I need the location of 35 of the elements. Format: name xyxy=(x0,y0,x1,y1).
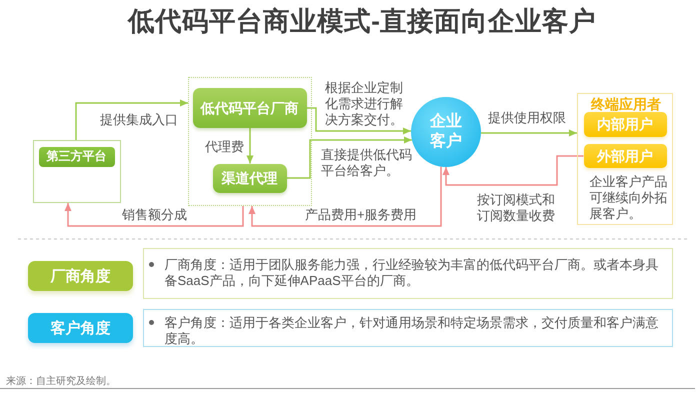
title: 低代码平台商业模式-直接面向企业客户 xyxy=(128,5,596,37)
note-text: 企业客户产品可继续向外拓展客户。 xyxy=(590,174,668,222)
category-label: 厂商角度 xyxy=(28,261,133,291)
process-box: 渠道代理 xyxy=(212,164,286,192)
source-note: 来源：自主研究及绘制。 xyxy=(6,376,116,388)
description-text: 厂商角度：适用于团队服务能力强，行业经验较为丰富的低代码平台厂商。或者本身具备SaaS产品，向下延伸APaaS平台的厂商。 xyxy=(164,256,660,288)
group-box xyxy=(577,93,673,225)
user-box: 外部用户 xyxy=(584,144,666,168)
arrow xyxy=(248,166,442,227)
arrow xyxy=(64,203,244,227)
edge-label: 根据企业定制化需求进行解决方案交付。 xyxy=(325,80,404,128)
edge-label: 产品费用+服务费用 xyxy=(305,207,417,223)
user-box: 内部用户 xyxy=(584,112,666,136)
description-box xyxy=(143,309,673,347)
dotted-group-box xyxy=(188,77,312,206)
edge-label: 销售额分成 xyxy=(122,207,187,223)
arrow xyxy=(481,130,577,136)
group-heading: 终端应用者 xyxy=(591,95,661,113)
arrow xyxy=(442,155,584,186)
edge-label: 直接提供低代码平台给客户。 xyxy=(321,147,413,179)
circle-node: 企业客户 xyxy=(411,97,481,167)
arrow xyxy=(75,100,188,140)
edge-label: 代理费 xyxy=(205,139,244,155)
process-box: 低代码平台厂商 xyxy=(192,88,306,128)
outline-box xyxy=(33,140,121,203)
description-box xyxy=(143,248,673,299)
arrow xyxy=(286,136,412,179)
edge-label: 提供集成入口 xyxy=(100,112,178,128)
arrow xyxy=(246,128,254,164)
arrow xyxy=(306,107,411,134)
edge-label: 提供使用权限 xyxy=(488,110,566,126)
tag-label: 第三方平台 xyxy=(38,146,114,166)
category-label: 客户角度 xyxy=(28,313,133,343)
description-text: 客户角度：适用于各类企业客户，针对通用场景和特定场景需求，交付质量和客户满意度高。 xyxy=(164,314,660,346)
edge-label: 按订阅模式和订阅数量收费 xyxy=(477,192,556,224)
